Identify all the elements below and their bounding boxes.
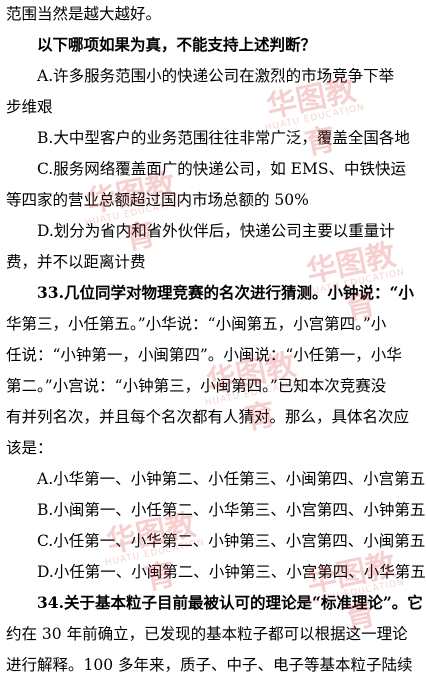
option-d-line-1: D.划分为省内和省外伙伴后，快递公司主要以重量计 [37,222,395,240]
question-33-line-1: 33.几位同学对物理竞赛的名次进行猜测。小钟说：“小 [37,283,414,302]
question-33-line-2: 华第三，小任第五。”小华说：“小闽第五，小宫第四。”小 [6,315,387,333]
question-34-line-2: 约在 30 年前确立，已发现的基本粒子都可以根据这一理论 [6,625,408,643]
option-d-line-2: 费，并不以距离计费 [6,253,146,271]
question-33-line-5: 有并列名次，并且每个名次都有人猜对。那么，具体名次应 [6,408,410,426]
question-33-line-3: 任说：“小钟第一，小闽第四”。小闽说：“小任第一，小华 [6,346,402,364]
option-c-line-2: 等四家的营业总额超过国内市场总额的 50% [6,191,309,209]
option-c-line-1: C.服务网络覆盖面广的快递公司，如 EMS、中铁快运 [37,160,406,178]
question-prompt: 以下哪项如果为真，不能支持上述判断？ [37,35,317,54]
q33-option-a: A.小华第一、小钟第二、小任第三、小闽第四、小宫第五 [37,470,426,488]
text-line: 范围当然是越大越好。 [6,5,162,23]
q33-option-b: B.小闽第一、小任第二、小华第三、小宫第四、小钟第五 [37,501,426,519]
option-a-line-1: A.许多服务范围小的快递公司在激烈的市场竞争下举 [37,67,395,85]
question-33-line-4: 第二。”小宫说：“小钟第三，小闽第四。”已知本次竞赛没 [6,377,387,395]
question-34-line-3: 进行解释。100 多年来，质子、中子、电子等基本粒子陆续 [6,656,413,674]
option-b: B.大中型客户的业务范围往往非常广泛，覆盖全国各地 [37,129,410,147]
option-a-line-2: 步维艰 [6,98,53,116]
q33-option-d: D.小任第一、小闽第二、小钟第三、小宫第四、小华第五 [37,563,426,581]
q33-option-c: C.小任第一、小华第二、小钟第三、小宫第四、小闽第五 [37,532,426,550]
question-33-line-6: 该是： [6,439,53,457]
question-34-line-1: 34.关于基本粒子目前最被认可的理论是“标准理论”。它 [37,593,423,612]
